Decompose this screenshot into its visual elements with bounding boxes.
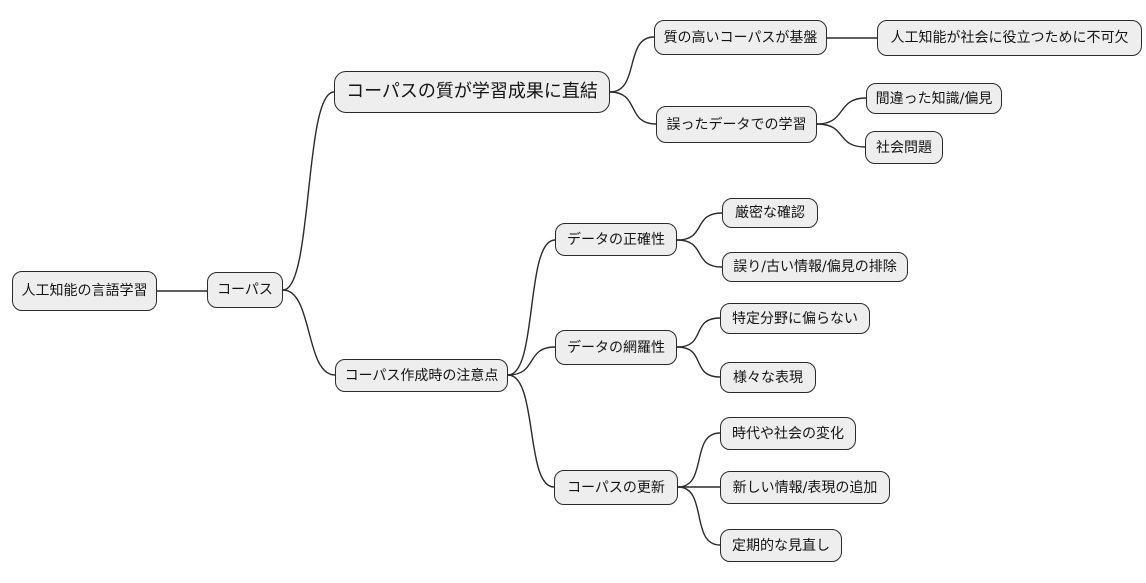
edge-cautions-to-accuracy bbox=[507, 239, 556, 376]
edge-coverage-to-no-bias bbox=[676, 317, 721, 348]
mindmap-node-no-bias: 特定分野に偏らない bbox=[720, 303, 870, 334]
mindmap-node-changes: 時代や社会の変化 bbox=[720, 417, 856, 450]
mindmap-node-corpus: コーパス bbox=[207, 272, 283, 308]
mindmap-node-expressions: 様々な表現 bbox=[720, 362, 816, 393]
edge-quality-to-wrong-data bbox=[609, 91, 657, 125]
mindmap-node-strict-check: 厳密な確認 bbox=[722, 198, 818, 228]
mindmap-node-update: コーパスの更新 bbox=[554, 470, 678, 505]
edge-corpus-to-cautions bbox=[282, 289, 336, 376]
mindmap-node-coverage: データの網羅性 bbox=[555, 330, 677, 365]
mindmap-node-review: 定期的な見直し bbox=[720, 529, 842, 562]
mindmap-node-foundation: 質の高いコーパスが基盤 bbox=[654, 20, 827, 55]
edge-cautions-to-coverage bbox=[507, 346, 556, 376]
mindmap-node-root: 人工知能の言語学習 bbox=[12, 271, 157, 311]
edge-wrong-data-to-wrong-knowledge bbox=[816, 97, 867, 125]
edge-wrong-data-to-social-problem bbox=[816, 123, 866, 148]
edge-update-to-review bbox=[677, 486, 721, 546]
mindmap-node-eliminate: 誤り/古い情報/偏見の排除 bbox=[722, 252, 908, 282]
edge-accuracy-to-strict-check bbox=[676, 212, 723, 241]
mindmap-node-additions: 新しい情報/表現の追加 bbox=[720, 471, 890, 504]
mindmap-node-indispensable: 人工知能が社会に役立つために不可欠 bbox=[877, 20, 1142, 56]
edge-update-to-changes bbox=[677, 432, 721, 488]
edge-cautions-to-update bbox=[507, 374, 555, 488]
mindmap-node-accuracy: データの正確性 bbox=[555, 223, 677, 256]
mindmap-node-wrong-knowledge: 間違った知識/偏見 bbox=[866, 83, 1002, 114]
edge-corpus-to-quality bbox=[282, 91, 335, 291]
mindmap-node-cautions: コーパス作成時の注意点 bbox=[335, 359, 508, 392]
edge-accuracy-to-eliminate bbox=[676, 239, 723, 268]
mindmap-node-wrong-data: 誤ったデータでの学習 bbox=[656, 106, 817, 143]
edge-quality-to-foundation bbox=[609, 36, 655, 93]
mindmap-node-quality: コーパスの質が学習成果に直結 bbox=[334, 71, 610, 113]
mindmap-node-social-problem: 社会問題 bbox=[865, 131, 943, 164]
edge-coverage-to-expressions bbox=[676, 346, 721, 378]
